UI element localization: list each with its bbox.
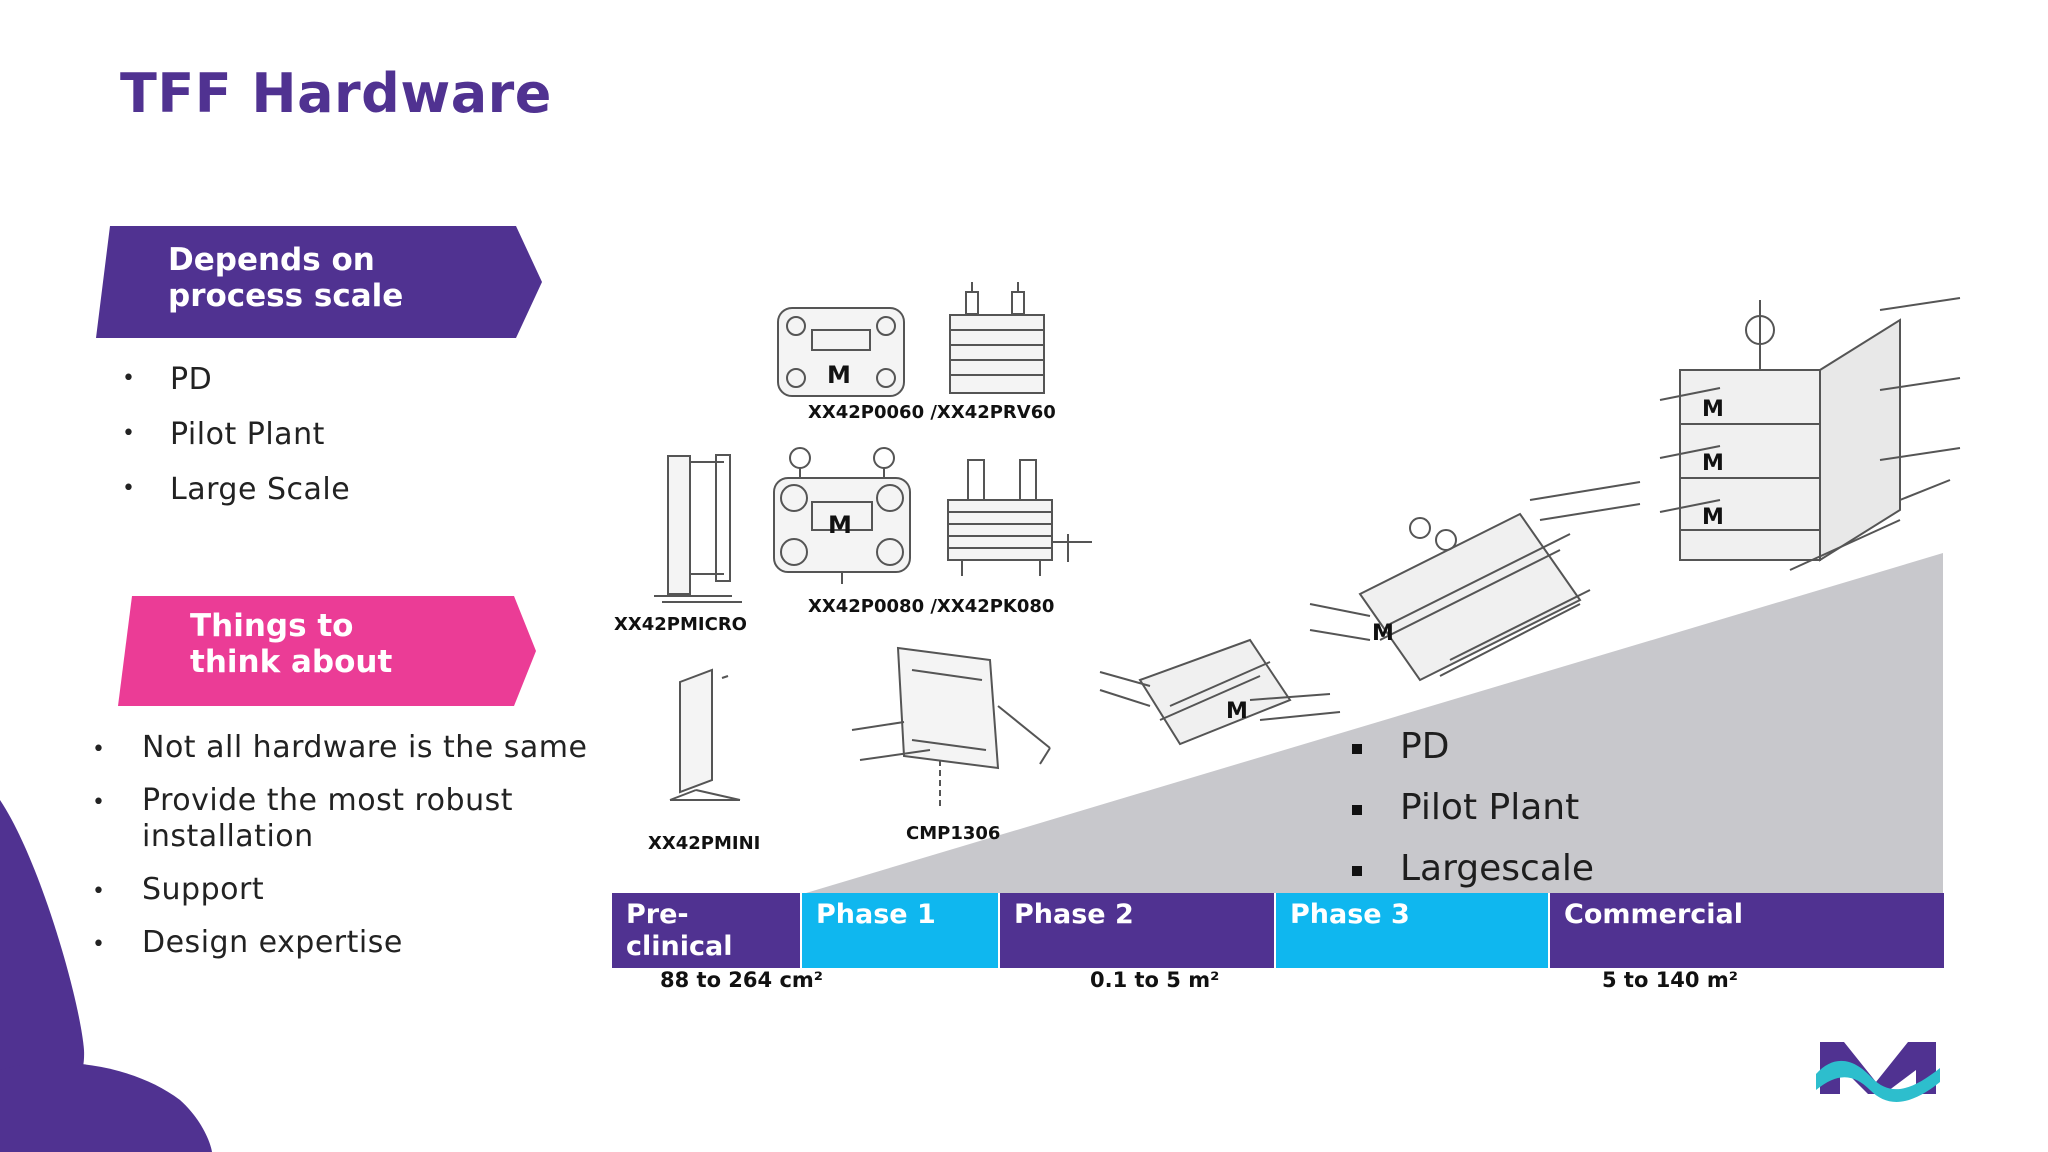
device-label-pmicro: XX42PMICRO [614,614,747,635]
banner-depends-on-scale: Depends on process scale [96,226,544,338]
p0080-front-illustration: M [773,447,911,584]
svg-text:M: M [1702,451,1724,476]
decorative-blob [0,800,212,1152]
bullet-icon: • [122,476,136,501]
svg-text:M: M [1702,505,1724,530]
device-label-cmp1306: CMP1306 [906,823,1001,844]
banner-arrow-shape [118,596,536,706]
phase-3: Phase 3 [1276,893,1548,968]
list-item: Largescale [1352,848,1594,909]
bullet-icon: • [122,421,136,446]
list-item: •Pilot Plant [122,417,325,452]
svg-text:M: M [1372,621,1394,646]
phase-1: Phase 1 [802,893,998,968]
list-item: •PD [122,362,213,397]
phase-commercial: Commercial [1550,893,1944,968]
square-bullet-icon [1352,805,1362,815]
pmicro-illustration [654,454,742,603]
p0060-front-illustration: M [777,307,905,397]
list-item: Pilot Plant [1352,787,1594,848]
list-item: •Not all hardware is the same [92,730,602,766]
bullet-icon: • [122,366,136,391]
bullet-icon: • [92,932,106,957]
merck-logo-icon [1816,1042,1940,1102]
svg-text:M: M [1226,699,1248,724]
svg-text:M: M [827,361,851,389]
svg-text:M: M [828,511,852,539]
device-label-pmini: XX42PMINI [648,833,761,854]
banner-arrow-shape [96,226,542,338]
list-item: •Support [92,872,602,908]
device-label-p0080: XX42P0080 /XX42PK080 [808,596,1055,617]
large-scale-skid-illustration: M M M [1659,297,1961,571]
square-bullet-icon [1352,744,1362,754]
banner-line-1: Depends on [168,242,375,278]
bullet-icon: • [92,879,106,904]
scale-list: •PD •Pilot Plant •Large Scale [122,362,351,527]
area-range-preclinical: 88 to 264 cm² [660,968,823,992]
phase-preclinical: Pre- clinical [612,893,800,968]
list-item: PD [1352,726,1594,787]
phase-2: Phase 2 [1000,893,1274,968]
svg-text:M: M [1702,397,1724,422]
area-range-pilot: 0.1 to 5 m² [1090,968,1220,992]
banner-line-2: think about [190,644,393,680]
bullet-icon: • [92,790,106,815]
banner-line-1: Things to [190,608,354,644]
list-item: •Large Scale [122,472,351,507]
pilot-skid-large-illustration: M [1309,481,1641,682]
pilot-skid-small-illustration: M [1099,638,1341,746]
cmp1306-illustration [851,646,1051,810]
list-item: •Design expertise [92,925,602,961]
area-range-commercial: 5 to 140 m² [1602,968,1738,992]
device-label-p0060: XX42P0060 /XX42PRV60 [808,402,1056,423]
banner-line-2: process scale [168,278,404,314]
scale-legend-list: PD Pilot Plant Largescale [1352,726,1594,909]
considerations-list: •Not all hardware is the same •Provide t… [92,730,602,978]
prv60-side-illustration [949,282,1045,394]
bullet-icon: • [92,737,106,762]
page-title: TFF Hardware [120,62,552,125]
banner-things-to-think-about: Things to think about [118,596,538,706]
pk080-side-illustration [947,459,1092,576]
square-bullet-icon [1352,866,1362,876]
pmini-illustration [669,668,741,801]
